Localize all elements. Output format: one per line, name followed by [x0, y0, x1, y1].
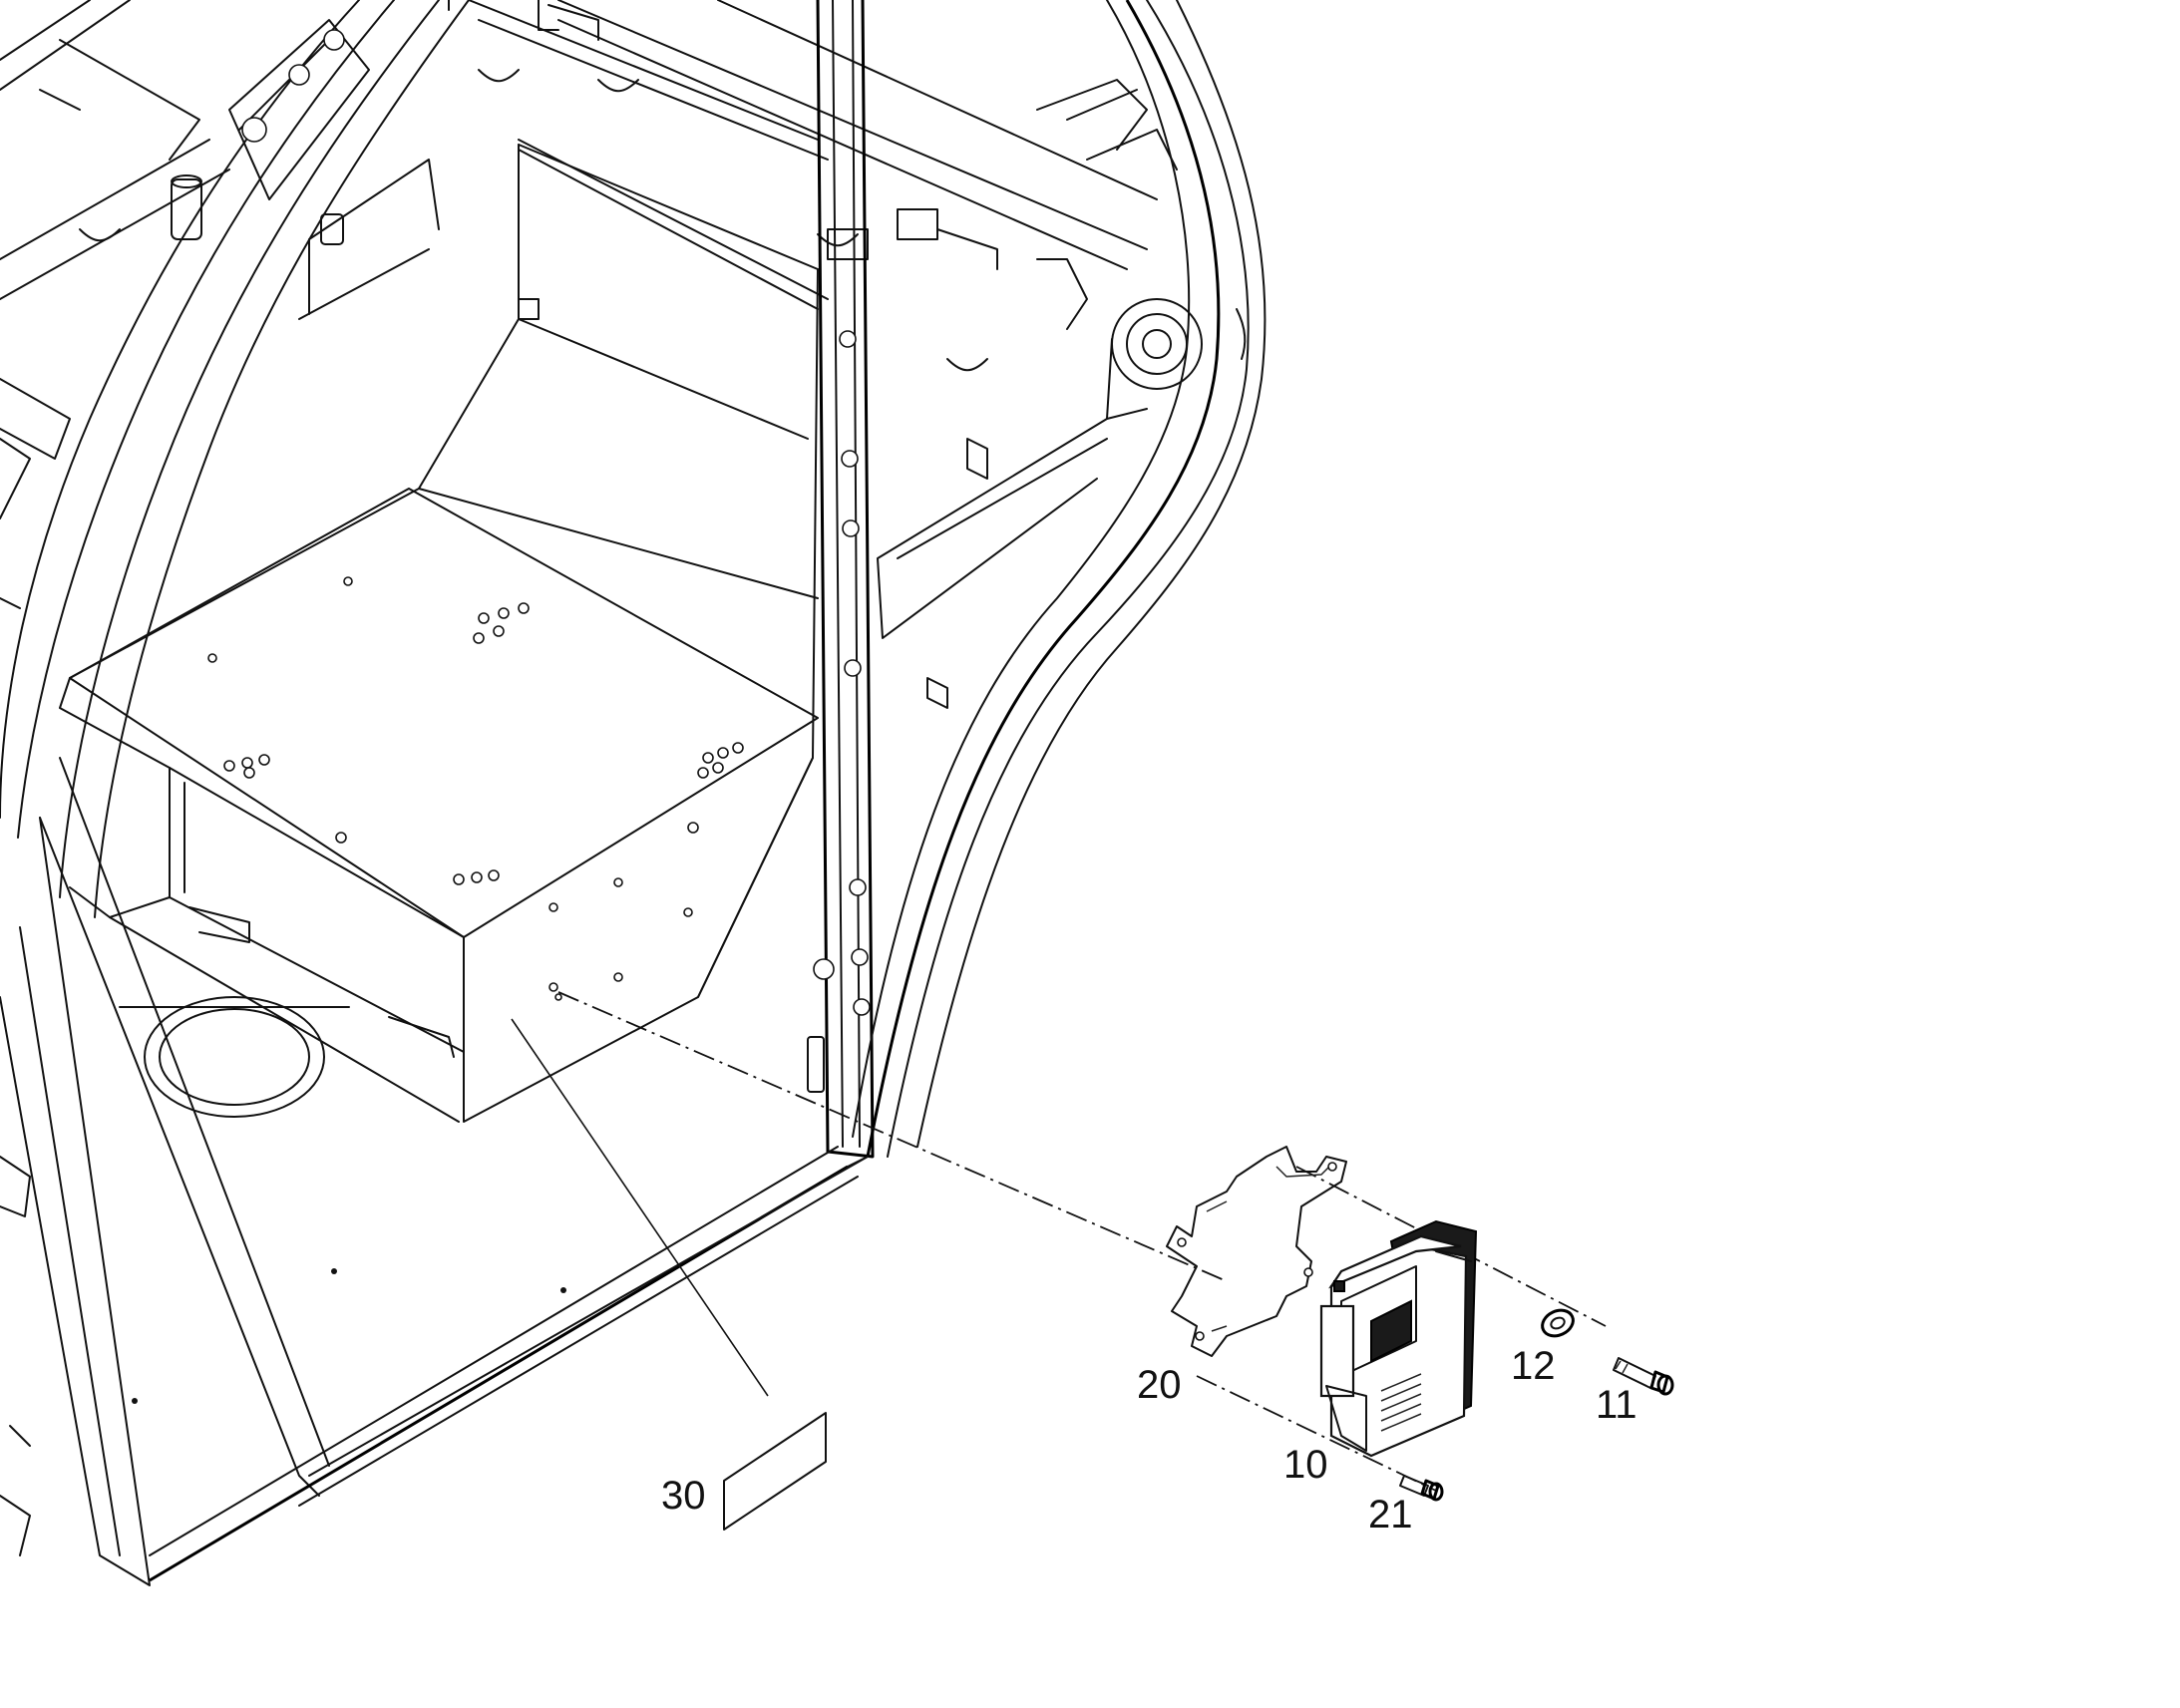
callout-10: 10	[1283, 1443, 1328, 1487]
callout-labels: 20 12 11 10 21 30	[661, 1344, 1637, 1537]
label-part-30	[723, 1412, 827, 1531]
callout-11: 11	[1596, 1383, 1637, 1427]
callout-21: 21	[1368, 1493, 1413, 1537]
leader-lines	[511, 1018, 769, 1397]
washer-part-12	[1541, 1308, 1575, 1338]
control-unit-part-10	[1319, 1219, 1478, 1458]
callout-20: 20	[1137, 1363, 1182, 1407]
assembly-axis-lines	[557, 991, 1607, 1492]
callout-12: 12	[1511, 1344, 1556, 1388]
screw-part-21	[1399, 1475, 1444, 1502]
mounting-plate-part-20	[1166, 1146, 1347, 1357]
callout-30: 30	[661, 1474, 706, 1518]
storage-box	[59, 144, 819, 1123]
cab-frame	[0, 0, 1267, 1586]
bolt-part-11	[1613, 1357, 1674, 1396]
